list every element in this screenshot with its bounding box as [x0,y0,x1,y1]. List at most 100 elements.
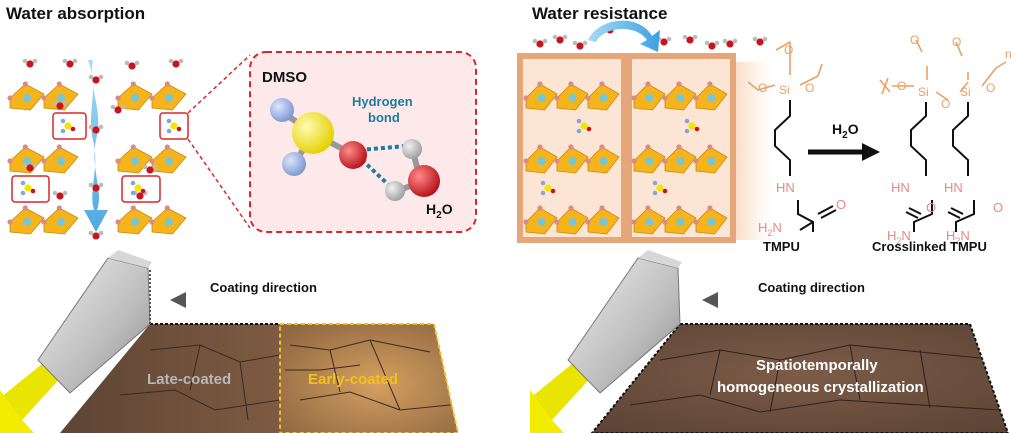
dmso-water-model [270,98,440,201]
a-site-cation [645,218,654,226]
water-hydrogen [714,40,720,46]
water-oxygen [66,60,74,68]
film-crack [149,344,281,363]
tmpu-structure [747,41,823,91]
halide-node [554,95,560,101]
halide-node [164,144,170,150]
water-oxygen [726,40,734,48]
water-oxygen [92,126,100,134]
water-hydrogen-atom-top [402,139,422,159]
halide-node [585,95,591,101]
halide-node [537,81,543,87]
halide-node [554,158,560,164]
water-oxygen [756,38,764,46]
water-hydrogen [88,124,94,130]
crosslinked-chains [905,102,975,232]
halide-node [693,158,699,164]
water-hydrogen [98,230,104,236]
a-site-cation [707,157,716,165]
tmpu-hn: HN [776,180,795,195]
early-coated-label: Early-coated [308,371,398,388]
water-hydrogen [52,190,58,196]
dmso-oxygen-atom [339,141,367,169]
xl-si-2: Si [960,85,971,99]
water-hydrogen [572,40,578,46]
water-hydrogen [704,40,710,46]
dmso-c [166,128,172,134]
dmso-s [544,184,552,192]
dmso-o [30,188,36,194]
inset-water-label: H2O [426,201,453,221]
water-deflect-arrow [588,20,660,52]
water-oxygen [128,62,136,70]
dmso-highlight-boxes [11,112,189,203]
tmpu-si: Si [779,83,790,97]
halide-node [631,95,637,101]
water-oxygen [92,76,100,84]
water-oxygen [56,192,64,200]
crosslinked-tmpu-structure [879,39,1007,101]
xl-hn-2: HN [944,180,963,195]
halide-node [676,81,682,87]
water-hydrogen [62,100,68,106]
water-hydrogen [134,60,140,66]
tmpu-carbonyl-o: O [836,197,846,212]
dmso-c [684,118,690,124]
tmpu-chain [774,100,837,232]
left-perovskite-lattice [7,81,187,235]
hydrogen-bond-label-line2: bond [368,110,400,125]
halide-node [523,95,529,101]
halide-node [7,219,13,225]
water-oxygen [26,164,34,172]
halide-node [645,81,651,87]
film-crack [119,389,281,411]
a-site-cation [131,157,139,165]
xl-o-1: O [910,33,919,47]
water-oxygen [172,60,180,68]
a-site-cation [57,157,65,165]
early-coated-border [279,323,460,433]
crosslinked-tmpu-name: Crosslinked TMPU [872,239,987,254]
left-coating-direction-arrow [170,292,396,308]
water-hydrogen [98,74,104,80]
tmpu-name: TMPU [763,239,800,254]
halide-node [537,205,543,211]
halide-node [537,144,543,150]
halide-node [7,158,13,164]
late-coated-label: Late-coated [147,371,231,388]
xl-o-3: O [941,97,950,111]
right-panel-title: Water resistance [532,4,667,23]
dmso-c [130,180,136,186]
a-site-cation [676,157,685,165]
water-hydrogen [124,60,130,66]
xl-carbonyl-o-1: O [926,200,936,215]
homogeneous-label-line2: homogeneous crystallization [717,379,924,396]
halide-node [115,158,121,164]
a-site-cation [23,218,31,226]
halide-node [22,144,28,150]
xl-h2n-2: H2N [946,228,970,246]
water-hydrogen [542,38,548,44]
tmpu-o-left: O [758,81,767,95]
water-oxygen [556,36,564,44]
water-hydrogen [732,38,738,44]
early-coated-film [280,324,458,433]
water-hydrogen [98,182,104,188]
inset-callout-lines [187,54,251,229]
left-panel-title: Water absorption [6,4,145,23]
halide-node [41,158,47,164]
water-hydrogen [682,34,688,40]
water-hydrogen [562,34,568,40]
water-oxygen [660,38,668,46]
halide-node [56,81,62,87]
halide-node [707,81,713,87]
water-hydrogen [88,182,94,188]
film-crack [285,364,361,371]
halide-node [568,144,574,150]
a-site-cation [645,157,654,165]
water-hydrogen [32,58,38,64]
a-site-cation [645,94,654,102]
tmpu-o-right: O [805,81,814,95]
a-site-cation [131,94,139,102]
halide-node [56,205,62,211]
